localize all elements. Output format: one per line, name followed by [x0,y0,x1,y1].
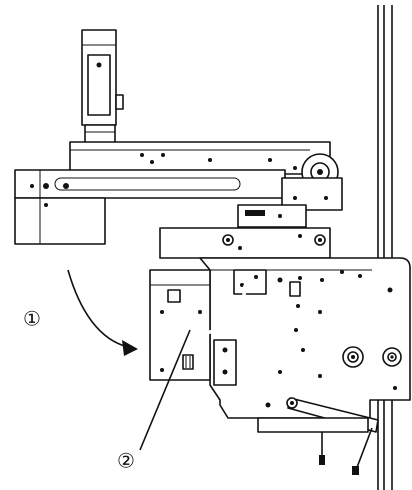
vertical-rail [377,5,393,490]
lower-lever [257,397,379,475]
cable-leader-line [139,329,191,451]
cable-loop [170,284,247,335]
rotation-arrow [67,269,138,356]
main-plate [199,257,411,419]
callout-2: ② [117,449,135,473]
callout-2-label: ② [117,449,135,473]
linear-guide-block [159,204,331,259]
callout-1: ① [23,307,41,331]
callout-1-label: ① [23,307,41,331]
slotted-beam [14,169,343,245]
